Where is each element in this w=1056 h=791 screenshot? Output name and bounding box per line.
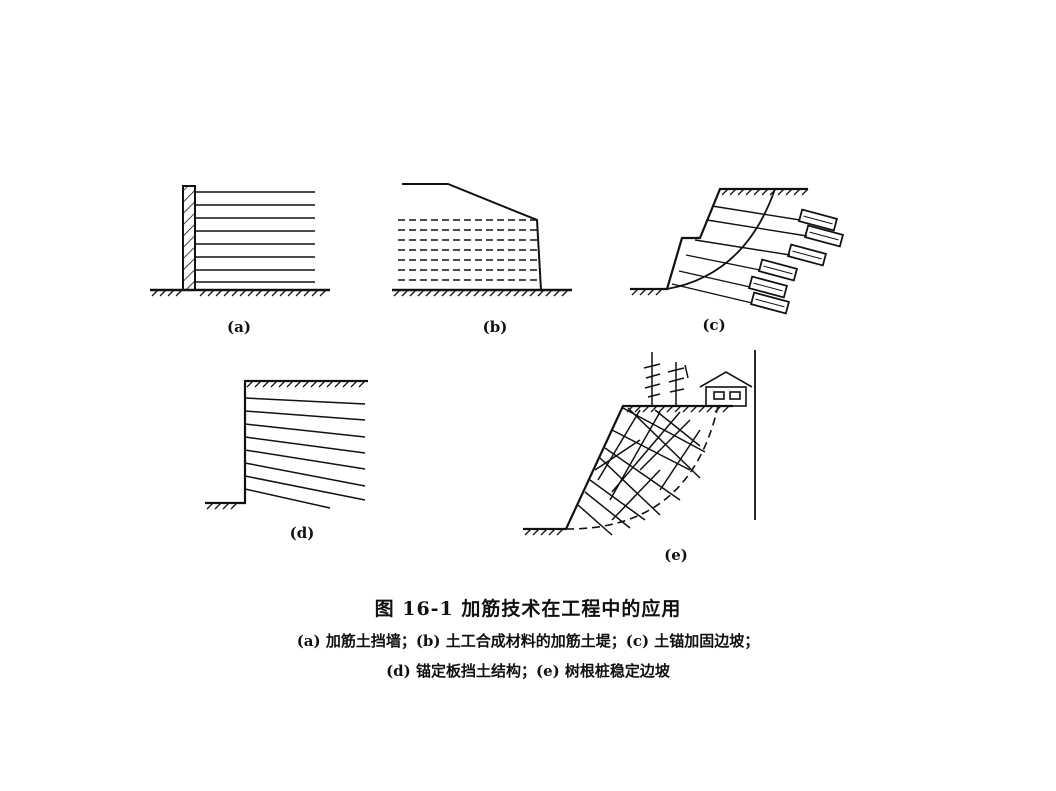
house-icon [699,371,753,407]
panel-label-e: (e) [664,546,688,564]
slope-profile [630,187,808,291]
panel-label-a: (a) [227,318,251,336]
panel-b-reinforced-embankment [392,183,572,297]
panel-label-c: (c) [702,316,726,334]
reinforcement-strips [195,191,315,283]
embankment-outline [402,183,542,291]
panel-label-b: (b) [482,318,508,336]
ground-hatch [206,380,366,510]
figure-caption-line-2: (d) 锚定板挡土结构；(e) 树根桩稳定边坡 [386,662,670,680]
ground-hatch [393,289,569,297]
slip-surface [666,188,776,290]
anchor-blocks [747,208,845,315]
panel-label-d: (d) [289,524,315,542]
tree-icon [643,352,689,405]
panel-e-root-pile-slope [523,350,756,536]
anchor-rods [244,397,366,509]
slope-profile [523,404,733,531]
figure-caption-line-1: (a) 加筋土挡墙；(b) 土工合成材料的加筋土堤；(c) 土锚加固边坡； [296,632,760,650]
figure-caption-title: 图 16-1 加筋技术在工程中的应用 [374,598,682,620]
panel-c-anchored-slope [630,187,845,315]
panel-a-reinforced-wall [150,185,330,297]
slip-surface [565,405,719,530]
panel-d-anchor-plate-wall [205,379,368,510]
ground-hatch [151,289,327,297]
anchor-tendons [671,205,808,304]
wall-facing [182,185,196,291]
ground-hatch [631,188,809,296]
geosynthetic-layers [398,219,540,281]
wall-profile [205,379,368,505]
root-piles [577,407,706,536]
